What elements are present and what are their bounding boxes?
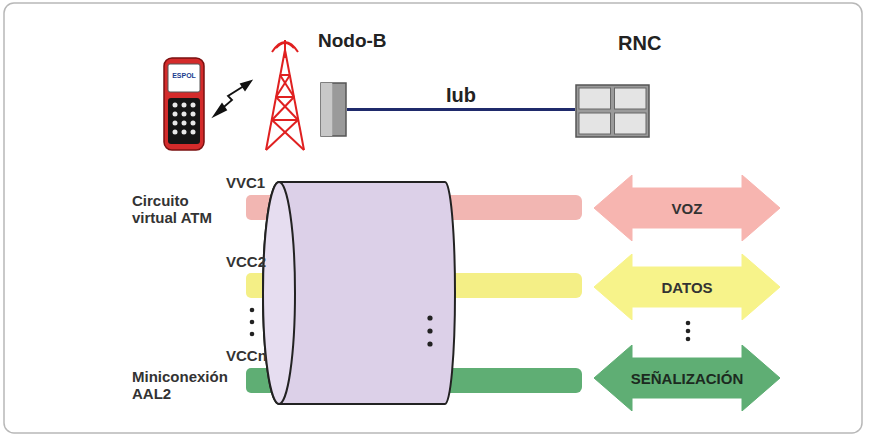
ellipsis-dots [250,308,255,337]
vc-tab [440,368,582,393]
arrow-label: VOZ [672,200,703,217]
radio-link [214,81,251,116]
equipment-slot [615,113,647,134]
frame [4,3,862,433]
ellipsis-dots [686,321,691,342]
equipment-outline [575,84,650,138]
equipment-face [321,83,332,136]
vc-name: VCC2 [226,253,266,270]
network-element: Nodo-B [310,28,400,140]
vc-name: VVC1 [226,174,265,191]
row-label: Miniconexión AAL2 [132,368,236,403]
interface-label: Iub [444,84,478,107]
equipment-body [576,85,649,137]
equipment-box [320,82,347,137]
arrow-label: SEÑALIZACIÓN [631,370,744,387]
vc-tab [440,273,582,298]
row-label: Circuito virtual ATM [132,192,228,227]
link-stroke [347,108,575,111]
equipment-slot [579,113,611,134]
arrow-body [594,345,780,411]
phone-brand: ESPOL [169,72,199,80]
equipment-body [321,83,346,136]
atm-cylinder [263,182,455,404]
equipment-slot [579,88,611,109]
antenna-tower [266,40,304,150]
node-title: Nodo-B [318,30,387,52]
vc-tab [440,195,582,220]
traffic-arrow: VOZ [594,175,780,241]
arrow-label: DATOS [661,279,712,296]
node-title: RNC [618,32,661,55]
network-element: RNC [570,30,682,140]
equipment-outline [320,82,347,137]
arrow-body [594,175,780,241]
traffic-arrow: DATOS [594,254,780,320]
equipment-slot [615,88,647,109]
link-line [347,109,575,110]
equipment-box [575,84,650,138]
traffic-arrow: SEÑALIZACIÓN [594,345,780,411]
phone-icon [164,58,204,150]
arrow-body [594,254,780,320]
vc-name: VCCn [226,347,267,364]
